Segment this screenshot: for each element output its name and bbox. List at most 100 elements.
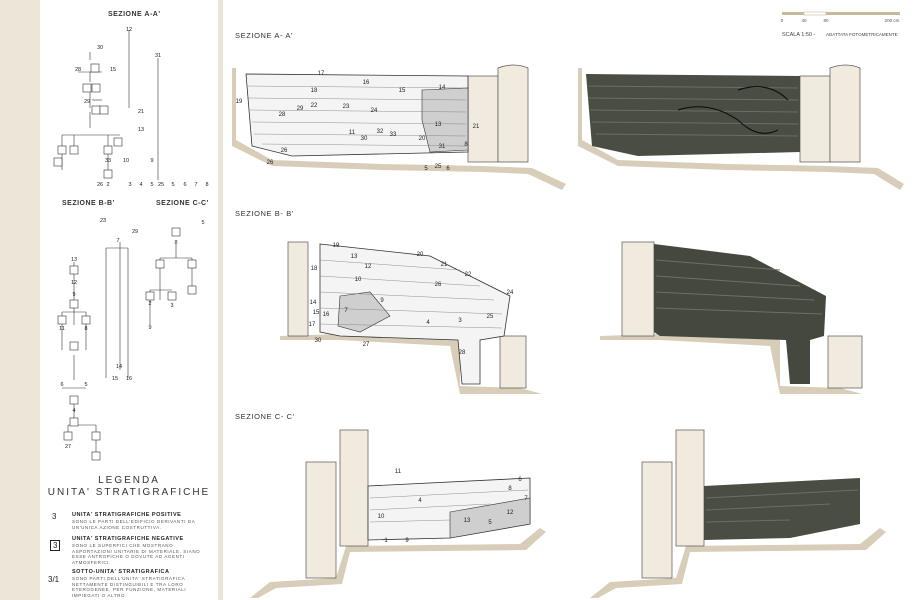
unit-label: 23 — [343, 104, 350, 110]
matrix-c-lines — [149, 244, 193, 325]
unit-label: 24 — [507, 290, 514, 296]
matrix-node: 26 — [97, 182, 103, 188]
photo-texture — [655, 259, 823, 315]
matrix-node: 2 — [148, 301, 151, 307]
legend-symbol: 3 — [50, 540, 61, 551]
ground-profile — [250, 528, 546, 598]
unit-label: 13 — [351, 254, 358, 260]
unit-label: 19 — [333, 243, 340, 249]
matrix-c-title: SEZIONE C-C' — [156, 200, 209, 207]
pillar — [497, 64, 529, 163]
section-c-photo — [590, 429, 886, 598]
unit-label: 13 — [464, 518, 471, 524]
matrix-node: 9 — [72, 292, 75, 298]
unit-label: 20 — [419, 136, 426, 142]
matrix-node: 6 — [60, 382, 63, 388]
pillar — [641, 461, 673, 579]
unit-label: 24 — [371, 108, 378, 114]
matrix-a-lines — [61, 30, 159, 180]
unit-label: 4 — [426, 320, 430, 326]
matrix-c-nodes: 5 8 2 3 9 — [148, 220, 204, 331]
legend-item-negative: 3 UNITA' STRATIGRAFICHE NEGATIVE SONO LE… — [48, 536, 213, 566]
matrix-node: 28 — [75, 67, 81, 73]
unit-label: 11 — [349, 130, 356, 136]
unit-label: 21 — [441, 262, 448, 268]
unit-label: 14 — [310, 300, 317, 306]
matrix-node: 3 — [128, 182, 131, 188]
unit-label: 13 — [435, 122, 442, 128]
unit-label: 19 — [236, 99, 243, 105]
ground-profile — [600, 332, 862, 394]
matrix-node: 29 — [132, 229, 138, 235]
stone-courses — [369, 489, 529, 523]
unit-label: 15 — [313, 310, 320, 316]
unit-label: 10 — [378, 514, 385, 520]
legend-symbol: 3 — [52, 512, 57, 521]
unit-label: 15 — [399, 88, 406, 94]
matrix-node: 15 — [110, 67, 116, 73]
matrix-node: 11 — [59, 326, 65, 332]
unit-label: 6 — [446, 166, 450, 172]
matrix-node: 9 — [148, 325, 151, 331]
matrix-b-boxes — [57, 265, 101, 461]
matrix-node: 8 — [84, 326, 87, 332]
scale-segment — [782, 12, 804, 15]
matrix-node: 5 — [84, 382, 87, 388]
unit-label: 8 — [508, 486, 512, 492]
unit-label: 18 — [311, 266, 318, 272]
matrix-node: 25 — [158, 182, 164, 188]
matrix-node: 33 — [105, 158, 111, 164]
negative-unit — [337, 291, 391, 333]
matrix-node: 23 — [100, 218, 106, 224]
scale-tick: 40 — [801, 18, 807, 23]
unit-label: 26 — [281, 148, 288, 154]
matrix-b-nodes: 23 29 7 13 12 9 11 8 15 14 16 6 5 4 27 — [59, 218, 138, 450]
unit-label: 18 — [311, 88, 318, 94]
unit-label: 27 — [363, 342, 370, 348]
unit-label: 1 — [384, 538, 388, 544]
section-c-units: 11 6 4 8 7 10 13 12 5 1 9 — [378, 469, 529, 544]
unit-label: 25 — [435, 164, 442, 170]
legend-subtitle: UNITA' STRATIGRAFICHE — [47, 487, 211, 498]
section-c-label: SEZIONE C- C' — [235, 412, 295, 421]
photo-texture — [705, 489, 859, 523]
stone-courses — [247, 85, 467, 147]
section-b-units: 19 13 20 18 12 21 10 22 26 25 24 14 15 9… — [309, 243, 514, 356]
matrix-node: 5 — [201, 220, 204, 226]
matrix-node: 12 — [126, 27, 132, 33]
matrix-node: 4 — [139, 182, 142, 188]
ground-profile — [590, 528, 886, 598]
unit-label: 5 — [424, 166, 428, 172]
matrix-a-title: SEZIONE A-A' — [108, 11, 161, 18]
harris-matrix: 12 30 28 17 15 16 29 19 18 31 21 13 33 1… — [53, 27, 209, 461]
matrix-a-boxes — [53, 63, 123, 179]
section-c-drawing: 11 6 4 8 7 10 13 12 5 1 9 — [250, 429, 546, 598]
unit-label: 14 — [439, 85, 446, 91]
unit-label: 21 — [473, 124, 480, 130]
unit-label: 10 — [355, 277, 362, 283]
ground-profile — [280, 332, 542, 394]
matrix-node: 31 — [155, 53, 161, 59]
unit-label: 16 — [323, 312, 330, 318]
scale-segment — [803, 11, 827, 16]
scale-tick: 0 — [781, 18, 784, 23]
left-frame-border — [0, 0, 40, 600]
matrix-node: 6 — [183, 182, 186, 188]
legend-item-positive: 3 UNITA' STRATIGRAFICHE POSITIVE SONO LE… — [48, 512, 213, 538]
legend-desc: SONO LE PARTI DELL'EDIFICIO DERIVANTI DA… — [72, 519, 196, 530]
matrix-node: 30 — [97, 45, 103, 51]
unit-label: 20 — [417, 252, 424, 258]
legend-title: LEGENDA — [98, 475, 160, 486]
section-a-drawing: 17 16 14 18 22 23 15 19 29 28 24 13 21 1… — [232, 64, 566, 190]
pillar — [287, 241, 309, 337]
unit-label: 12 — [365, 264, 372, 270]
matrix-node: 21 — [138, 109, 144, 115]
unit-label: 7 — [524, 496, 528, 502]
matrix-node: 5 — [150, 182, 153, 188]
matrix-node: 14 — [116, 364, 122, 370]
unit-label: 6 — [518, 477, 522, 483]
matrix-node: 15 — [112, 376, 118, 382]
unit-label: 16 — [363, 80, 370, 86]
unit-label: 26 — [435, 282, 442, 288]
matrix-node: 2 — [106, 182, 109, 188]
